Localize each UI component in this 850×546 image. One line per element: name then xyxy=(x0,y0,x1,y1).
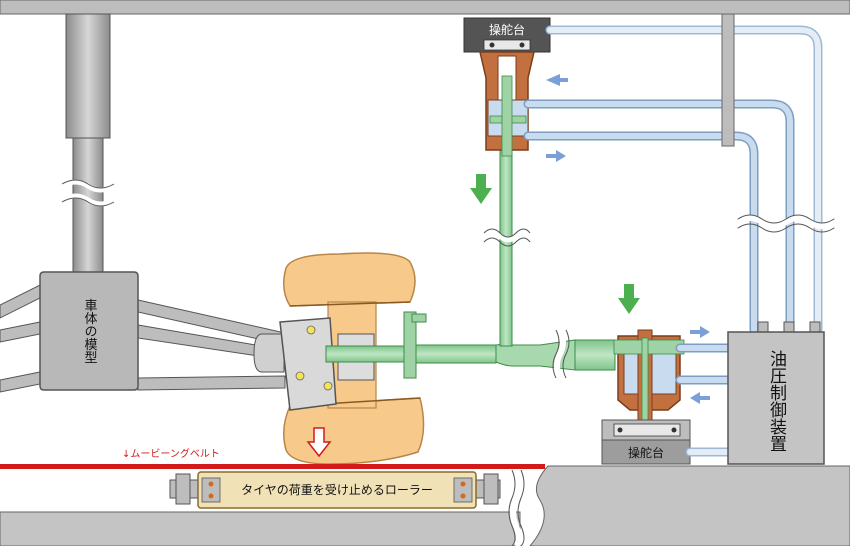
load-roller xyxy=(169,471,501,509)
blue-arrow-out-top xyxy=(546,150,566,162)
green-arrow-top xyxy=(470,174,492,204)
blue-arrow-in-bottom xyxy=(690,392,710,404)
steering-column-rod xyxy=(482,149,532,347)
top-frame-bar xyxy=(0,0,850,15)
ground-break-mark xyxy=(510,468,522,546)
moving-belt-label: ↓ムービーングベルト xyxy=(122,447,220,460)
body-model-label: 車体の模型 xyxy=(82,299,98,364)
top-steering-stand xyxy=(463,17,551,157)
hub-mount xyxy=(253,317,337,411)
bottom-steering-stand-label: 操舵台 xyxy=(628,445,664,460)
body-model xyxy=(39,271,139,391)
blue-arrow-in-top xyxy=(546,74,568,86)
gray-vertical-pipe xyxy=(721,13,735,147)
roller-label: タイヤの荷重を受け止めるローラー xyxy=(241,483,433,497)
steering-tie-rod xyxy=(325,311,616,380)
load-arrow xyxy=(306,427,332,458)
hydraulic-hoses xyxy=(523,25,837,457)
green-arrow-bottom xyxy=(618,284,640,314)
support-strut xyxy=(60,13,116,275)
flow-arrows xyxy=(306,74,710,458)
ground-platform xyxy=(0,465,850,546)
top-steering-stand-label: 操舵台 xyxy=(489,22,525,37)
moving-belt xyxy=(0,464,545,469)
hydraulic-controller-label: 油圧制御装置 xyxy=(766,350,787,452)
blue-arrow-out-bottom xyxy=(690,326,710,338)
hydraulic-control-unit xyxy=(727,321,825,465)
